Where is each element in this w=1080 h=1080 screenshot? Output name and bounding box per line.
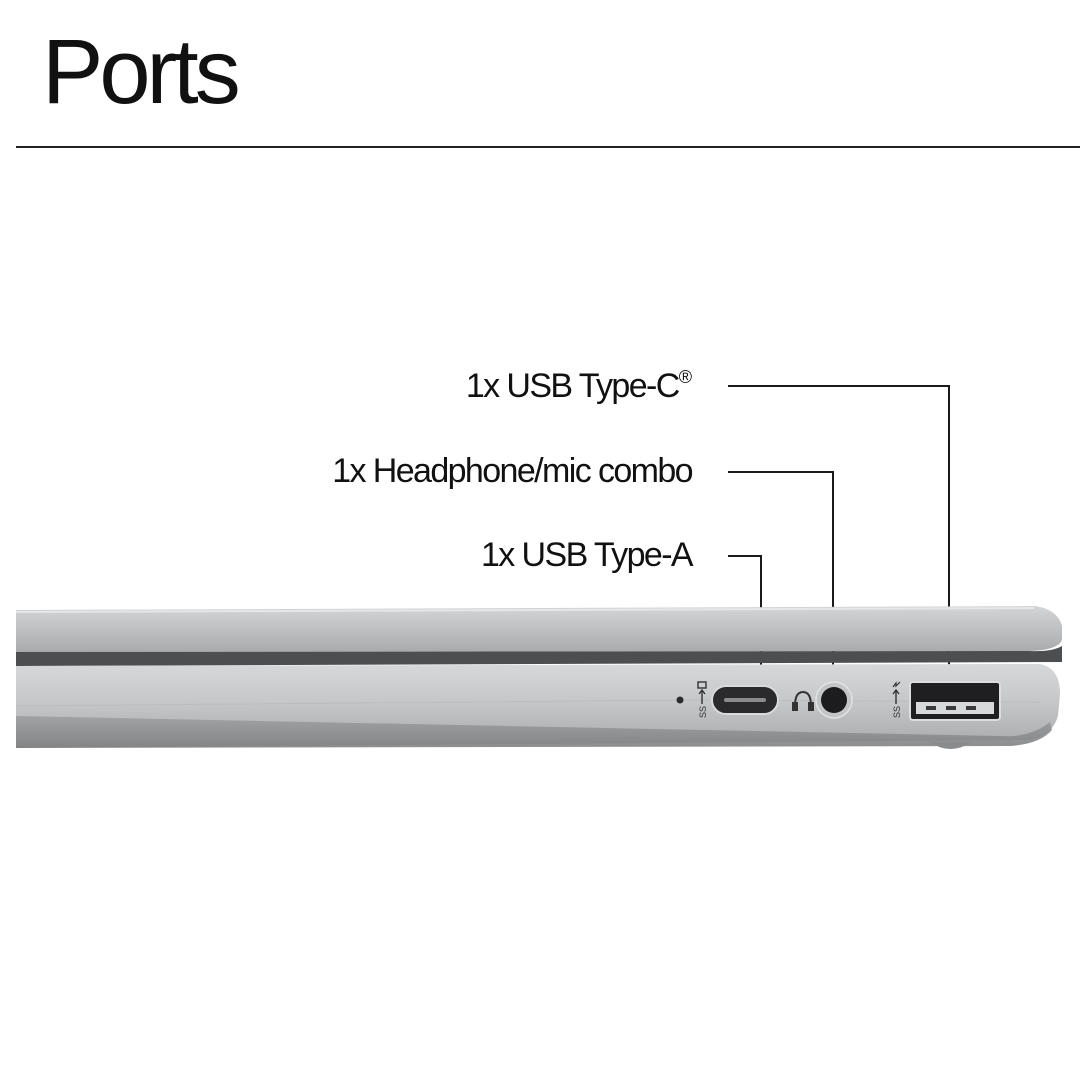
label-usb-type-c: 1x USB Type-C®	[466, 368, 692, 403]
label-usb-type-c-text: 1x USB Type-C	[465, 367, 680, 405]
svg-text:SS: SS	[698, 706, 708, 718]
headphone-icon	[792, 690, 814, 711]
ss-usb-power-delivery-icon: SS	[697, 681, 708, 718]
page-title: Ports	[42, 21, 241, 123]
headphone-jack-port	[815, 681, 853, 719]
status-led	[676, 696, 684, 704]
usb-type-a-port	[909, 681, 1001, 721]
svg-text:SS: SS	[892, 706, 902, 718]
ss-usb-charging-icon: SS	[892, 681, 902, 718]
title-divider	[16, 146, 1080, 148]
leader-headphone-h	[728, 471, 834, 473]
label-usb-type-a: 1x USB Type-A	[480, 536, 694, 574]
laptop-base	[15, 664, 1060, 749]
leader-headphone-v	[832, 471, 834, 683]
label-headphone-mic-combo: 1x Headphone/mic combo	[332, 452, 693, 490]
leader-usb-type-a-h	[728, 555, 762, 557]
leader-usb-type-c-h	[728, 385, 950, 387]
leader-usb-type-c-v	[948, 385, 950, 685]
usb-type-c-port	[711, 685, 779, 715]
laptop-lid	[15, 606, 1062, 652]
registered-mark: ®	[678, 367, 692, 387]
lid-seam	[16, 646, 1062, 666]
